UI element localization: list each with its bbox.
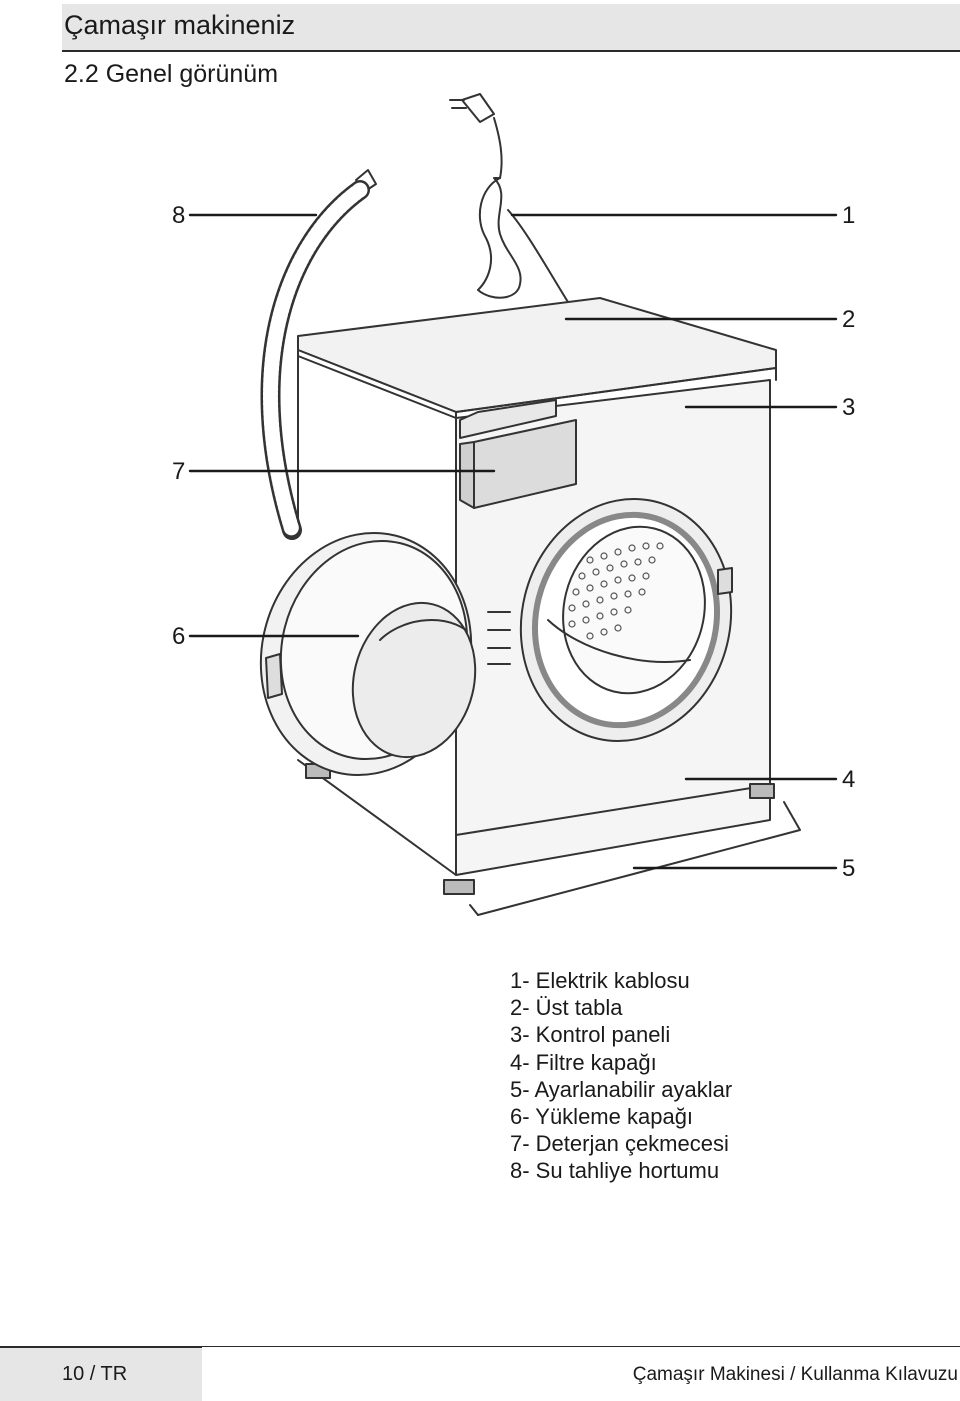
legend-item: 8- Su tahliye hortumu <box>510 1158 720 1184</box>
callout-leaders <box>188 213 838 870</box>
manual-name: Çamaşır Makinesi / Kullanma Kılavuzu <box>632 1364 958 1385</box>
callout-8: 8 <box>172 202 185 229</box>
legend-item: 6- Yükleme kapağı <box>510 1104 694 1130</box>
washing-machine-diagram: 8 1 2 3 7 6 4 5 <box>172 93 855 916</box>
power-cable <box>449 93 569 303</box>
chapter-title: Çamaşır makineniz <box>64 10 296 40</box>
legend-item: 3- Kontrol paneli <box>510 1022 671 1048</box>
callout-2: 2 <box>842 306 855 333</box>
callout-7: 7 <box>172 458 185 485</box>
legend-item: 2- Üst tabla <box>510 995 623 1021</box>
door-hinges <box>487 611 511 665</box>
page-number: 10 / TR <box>62 1363 128 1385</box>
callout-1: 1 <box>842 202 855 229</box>
header-bar <box>62 4 960 52</box>
callout-4: 4 <box>842 766 855 793</box>
legend-item: 4- Filtre kapağı <box>510 1049 657 1075</box>
legend-item: 7- Deterjan çekmecesi <box>510 1131 729 1157</box>
footer-page-box <box>0 1346 202 1401</box>
legend-item: 1- Elektrik kablosu <box>510 968 690 993</box>
callout-3: 3 <box>842 394 855 421</box>
drain-hose <box>260 169 377 540</box>
porthole <box>519 497 733 743</box>
footer-divider <box>202 1346 960 1347</box>
parts-legend: 1- Elektrik kablosu 2- Üst tabla 3- Kont… <box>510 967 732 1185</box>
detergent-drawer <box>459 399 577 509</box>
callout-5: 5 <box>842 855 855 882</box>
loading-door <box>259 531 477 777</box>
section-title: 2.2 Genel görünüm <box>64 60 279 88</box>
legend-item: 5- Ayarlanabilir ayaklar <box>510 1076 733 1102</box>
page-footer: 10 / TR Çamaşır Makinesi / Kullanma Kıla… <box>0 1346 960 1401</box>
callout-6: 6 <box>172 623 185 650</box>
